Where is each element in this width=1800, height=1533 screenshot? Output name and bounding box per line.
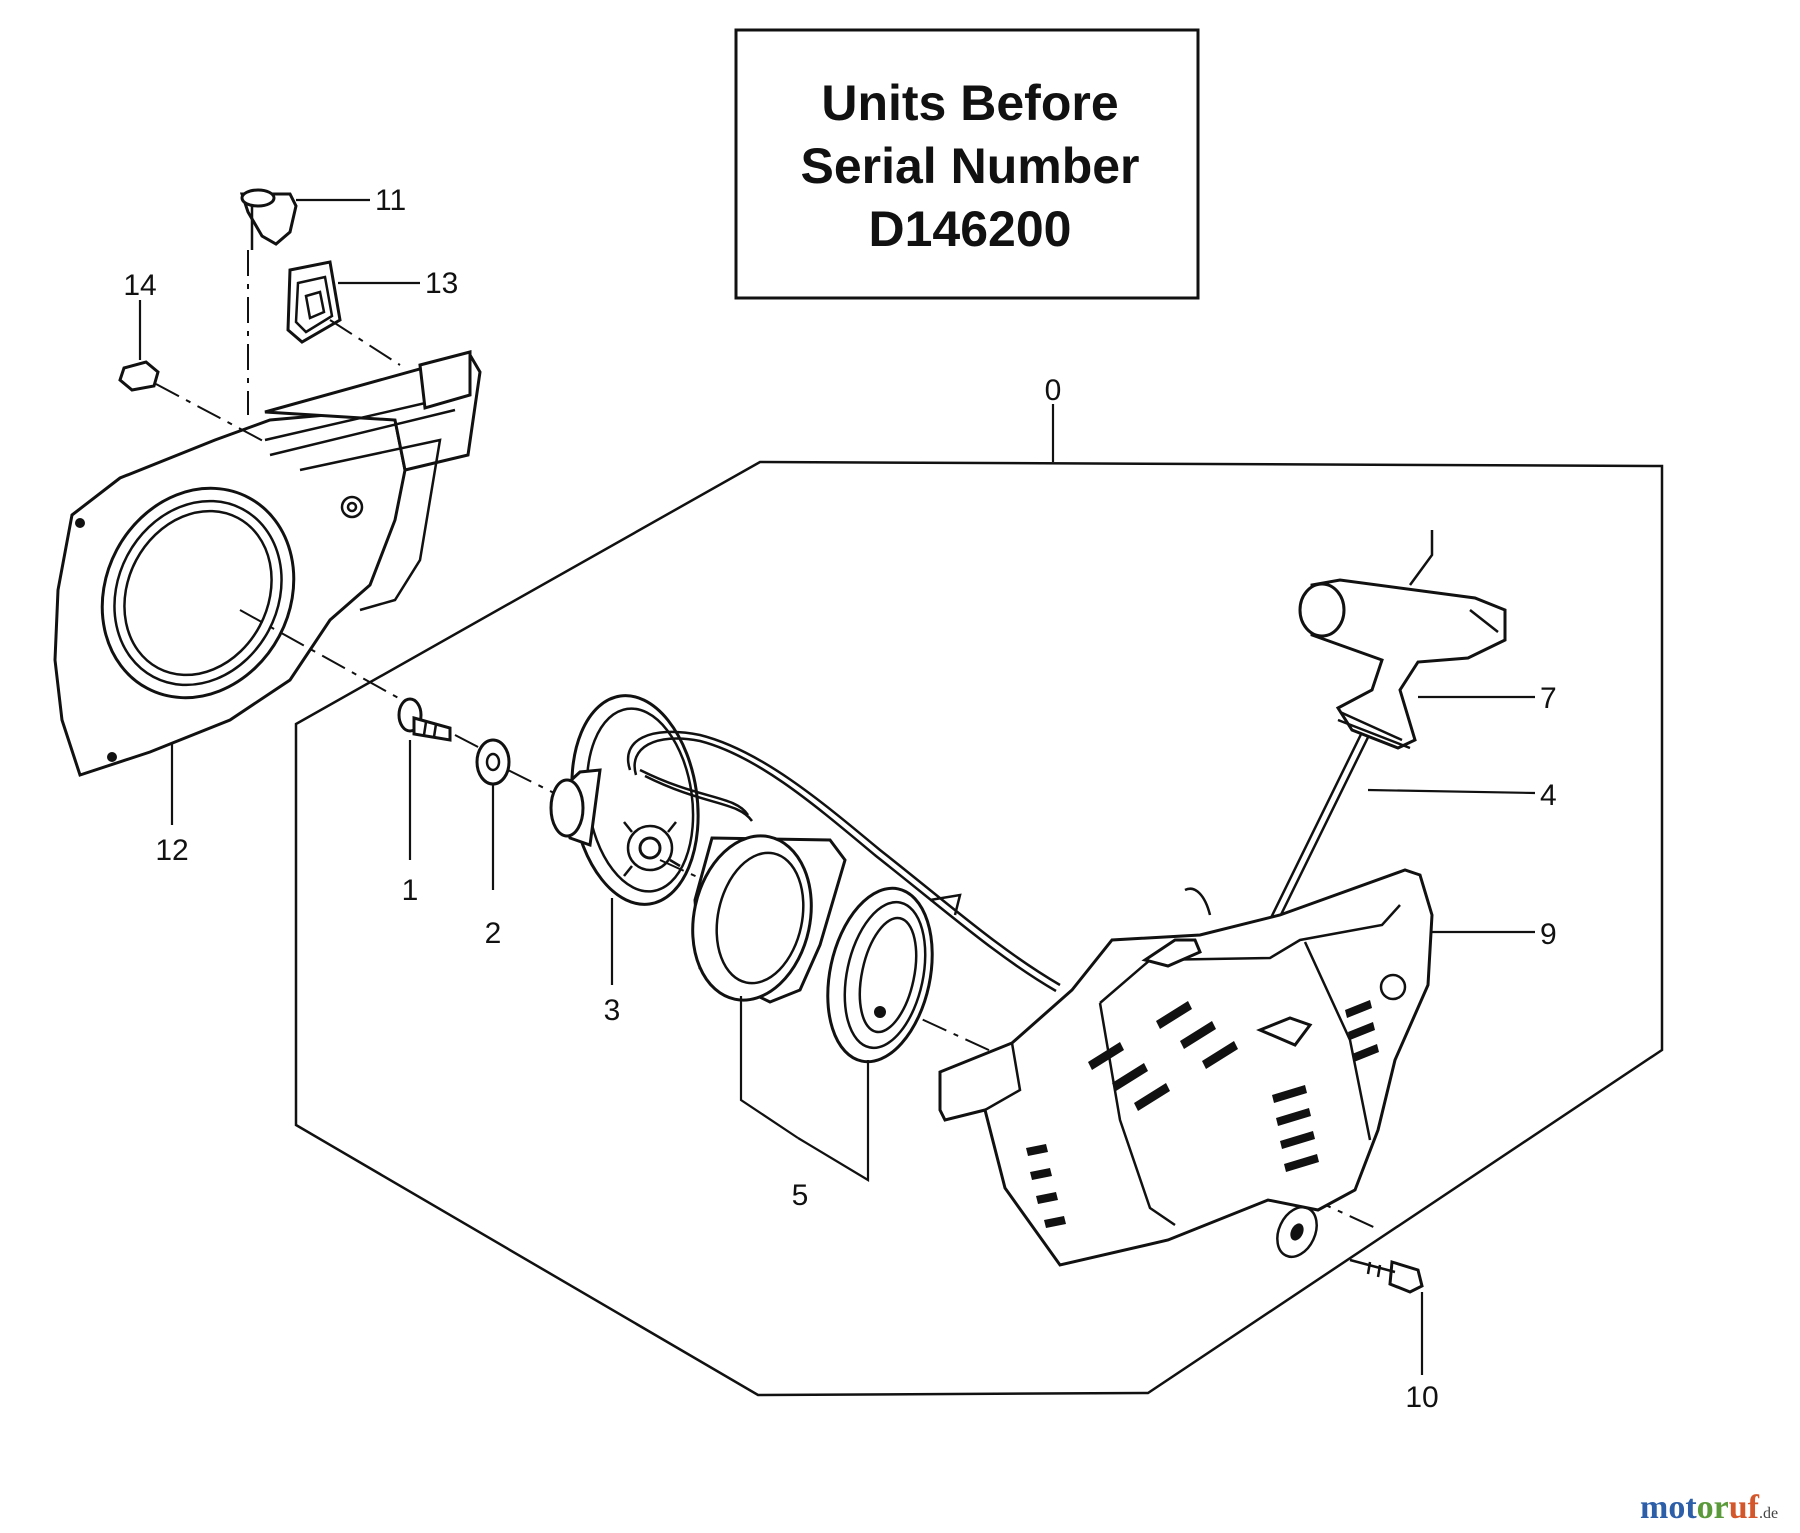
callout-13: 13 (425, 267, 458, 300)
callout-0: 0 (1045, 374, 1062, 407)
callout-1: 1 (402, 874, 419, 907)
callout-4: 4 (1540, 779, 1557, 812)
callout-12: 12 (155, 834, 188, 867)
rope-leader (1367, 788, 1536, 795)
starter-rope-inner (633, 722, 1377, 993)
starter-knob (239, 188, 370, 415)
assembly-axis-left (239, 609, 421, 711)
callout-7: 7 (1540, 682, 1557, 715)
starter-housing (938, 868, 1535, 1267)
callout-9: 9 (1540, 918, 1557, 951)
callout-5: 5 (792, 1179, 809, 1212)
pulley-bolt (397, 697, 481, 860)
callout-labels: 0 1 2 3 4 5 7 9 10 11 12 13 14 (123, 184, 1556, 1414)
serial-notice-box: Units Before Serial Number D146200 (734, 28, 1200, 300)
rope-pulley (549, 694, 716, 985)
spring-housing (691, 834, 847, 1139)
notice-line-1: Units Before (821, 75, 1118, 131)
callout-3: 3 (604, 994, 621, 1027)
callout-2: 2 (485, 917, 502, 950)
motoruf-watermark-logo: motoruf.de (1640, 1489, 1778, 1526)
starter-handle (1298, 578, 1535, 750)
housing-mounting-screw (1349, 1258, 1424, 1375)
recoil-spring (797, 886, 962, 1182)
notice-line-2: Serial Number (800, 138, 1139, 194)
washer (475, 738, 559, 890)
notice-line-3: D146200 (869, 201, 1072, 257)
callout-11: 11 (375, 184, 406, 217)
starter-rope (626, 530, 1434, 987)
fan-housing-cover (53, 350, 482, 777)
callout-14: 14 (123, 269, 156, 302)
grommet (286, 260, 420, 366)
housing-screw (118, 300, 266, 443)
starter-assembly-outline (294, 404, 1664, 1397)
housing-vent-slots (1026, 1000, 1379, 1228)
callout-10: 10 (1405, 1381, 1438, 1414)
watermark-text: motoruf.de (1640, 1489, 1778, 1526)
